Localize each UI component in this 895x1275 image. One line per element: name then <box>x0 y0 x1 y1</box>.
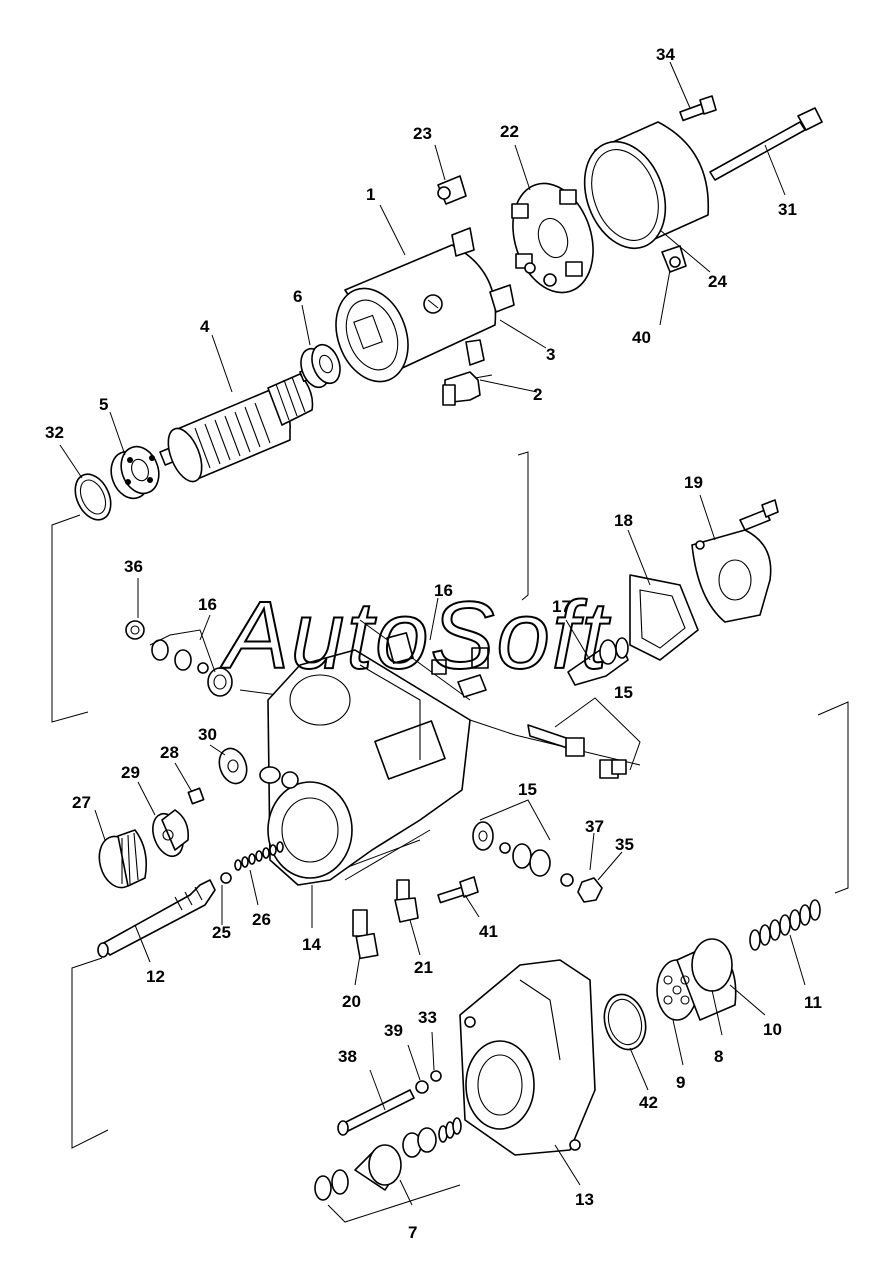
callout-37: 37 <box>585 817 604 836</box>
callout-21: 21 <box>414 958 433 977</box>
callout-3: 3 <box>546 345 555 364</box>
callout-2: 2 <box>533 385 542 404</box>
part-34-screw <box>679 95 717 122</box>
callout-19: 19 <box>684 473 703 492</box>
part-42-o-ring <box>603 993 647 1051</box>
part-32-ring <box>74 473 112 521</box>
callout-4: 4 <box>200 317 210 336</box>
callout-1: 1 <box>366 185 375 204</box>
part-19-cover-plate <box>691 499 779 623</box>
part-16-switch-group <box>386 632 489 698</box>
part-26-spring <box>234 841 284 871</box>
part-15-upper-group <box>527 724 627 779</box>
part-29-holder <box>152 809 190 858</box>
callout-17: 17 <box>552 597 571 616</box>
callout-5: 5 <box>99 395 108 414</box>
part-4-armature <box>159 362 325 483</box>
watermark-text: AutoSoft <box>220 582 611 689</box>
callout-16-right: 16 <box>434 581 453 600</box>
part-20-fitting <box>352 909 379 960</box>
callout-34: 34 <box>656 45 675 64</box>
part-37-35-nut-washer <box>560 873 603 903</box>
callout-12: 12 <box>146 967 165 986</box>
callout-15-lower: 15 <box>518 780 537 799</box>
callout-7: 7 <box>408 1223 417 1242</box>
part-28-pin <box>187 787 205 805</box>
callout-6: 6 <box>293 287 302 306</box>
callout-labels: 1 2 3 4 5 6 7 8 9 10 11 12 13 14 15 15 1… <box>45 45 822 1242</box>
part-23-clip <box>437 175 467 205</box>
callout-27: 27 <box>72 793 91 812</box>
callout-29: 29 <box>121 763 140 782</box>
callout-10: 10 <box>763 1020 782 1039</box>
part-11-spring <box>749 899 821 951</box>
part-2-terminal <box>442 371 493 406</box>
part-7-idler-gear-set <box>314 1117 462 1201</box>
part-24-end-cover <box>583 121 710 250</box>
part-6-bearing <box>300 343 341 389</box>
callout-13: 13 <box>575 1190 594 1209</box>
callout-11: 11 <box>804 993 822 1012</box>
callout-26: 26 <box>252 910 271 929</box>
callout-18: 18 <box>614 511 633 530</box>
callout-42: 42 <box>639 1093 658 1112</box>
callout-31: 31 <box>778 200 797 219</box>
callout-20: 20 <box>342 992 361 1011</box>
callout-16-left: 16 <box>198 595 217 614</box>
callout-22: 22 <box>500 122 519 141</box>
part-18-gasket <box>629 574 699 661</box>
callout-15-upper: 15 <box>614 683 633 702</box>
callout-28: 28 <box>160 743 179 762</box>
callout-8: 8 <box>714 1047 723 1066</box>
callout-32: 32 <box>45 423 64 442</box>
callout-39: 39 <box>384 1021 403 1040</box>
part-36-16-small-parts <box>125 620 233 697</box>
part-41-bolt <box>437 876 479 904</box>
part-14-main-housing <box>259 649 471 886</box>
part-5-bearing <box>110 445 160 500</box>
callout-9: 9 <box>676 1073 685 1092</box>
part-25-ball <box>220 872 232 884</box>
part-30-washer <box>218 747 248 785</box>
callout-30: 30 <box>198 725 217 744</box>
callout-33: 33 <box>418 1008 437 1027</box>
part-15-lower-group <box>472 821 551 877</box>
callout-23: 23 <box>413 124 432 143</box>
callout-leaders <box>59 61 806 1223</box>
part-13-front-housing <box>459 959 596 1156</box>
part-21-fitting <box>394 879 419 923</box>
callout-24: 24 <box>708 272 727 291</box>
part-12-pinion-shaft <box>97 879 216 958</box>
callout-40: 40 <box>632 328 651 347</box>
callout-36: 36 <box>124 557 143 576</box>
part-17-plunger <box>567 637 629 686</box>
part-9-8-10-clutch <box>656 938 737 1021</box>
part-31-through-bolt <box>709 107 823 181</box>
part-27-gear <box>98 829 148 889</box>
part-40-clip <box>661 245 687 273</box>
callout-25: 25 <box>212 923 231 942</box>
part-39-33-washers <box>415 1070 442 1094</box>
part-38-bolt <box>337 1089 415 1136</box>
callout-38: 38 <box>338 1047 357 1066</box>
callout-14: 14 <box>302 935 321 954</box>
part-1-yoke-housing <box>335 227 515 383</box>
part-22-brush-holder <box>511 182 594 294</box>
callout-35: 35 <box>615 835 634 854</box>
callout-41: 41 <box>479 922 498 941</box>
